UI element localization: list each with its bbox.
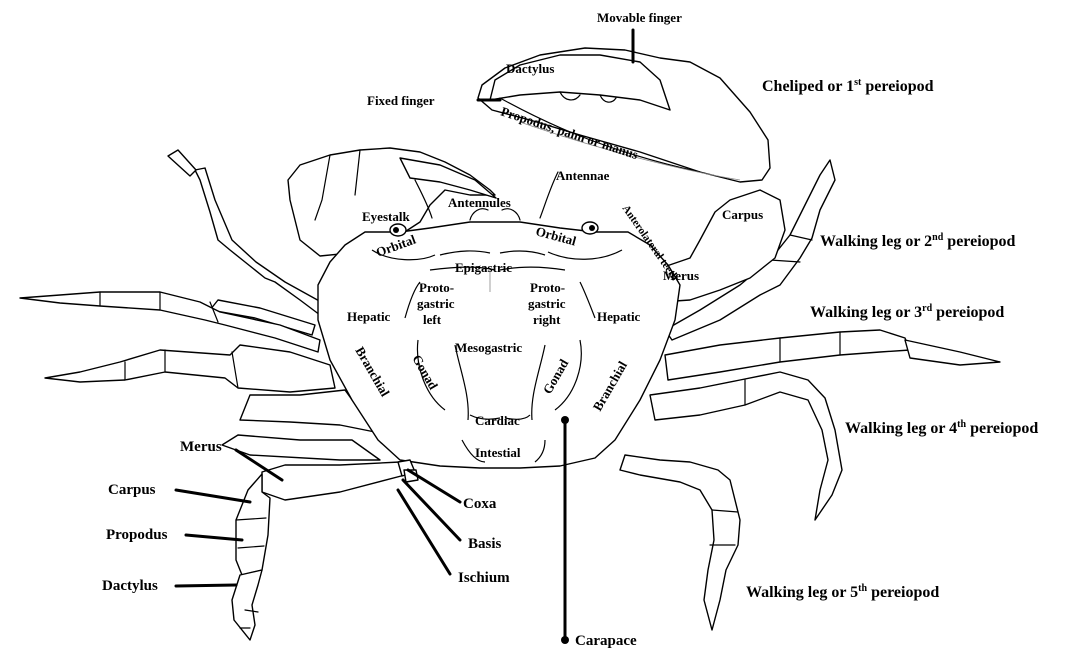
left-leg-4 (45, 345, 335, 392)
label-carpus-claw: Carpus (722, 207, 763, 222)
label-propodus-leg: Propodus (106, 527, 168, 543)
label-coxa: Coxa (463, 496, 497, 512)
label-dactylus-leg: Dactylus (102, 578, 158, 594)
label-protogastric-right-1: Proto- (530, 280, 565, 295)
label-hepatic-left: Hepatic (347, 309, 391, 324)
label-walking-leg-5: Walking leg or 5th pereiopod (746, 583, 939, 601)
right-leg-3 (665, 330, 1000, 380)
label-carapace: Carapace (575, 633, 637, 649)
label-eyestalk: Eyestalk (362, 209, 410, 224)
right-leg-4 (650, 372, 842, 520)
label-antennules: Antennules (448, 195, 511, 210)
label-protogastric-left-1: Proto- (419, 280, 454, 295)
label-antennae: Antennae (556, 168, 610, 183)
right-leg-5 (620, 455, 740, 630)
label-cardiac: Cardiac (475, 413, 520, 428)
label-fixed-finger: Fixed finger (367, 93, 435, 108)
label-walking-leg-2: Walking leg or 2nd pereiopod (820, 232, 1016, 250)
carapace-point-top (561, 416, 569, 424)
label-protogastric-left-2: gastric (417, 296, 455, 311)
label-protogastric-right-3: right (533, 312, 561, 327)
label-walking-leg-3: Walking leg or 3rd pereiopod (810, 303, 1004, 321)
label-carpus-leg: Carpus (108, 482, 156, 498)
label-cheliped: Cheliped or 1st pereiopod (762, 77, 934, 95)
label-basis: Basis (468, 536, 502, 552)
label-walking-leg-4: Walking leg or 4th pereiopod (845, 419, 1038, 437)
label-intestial: Intestial (475, 445, 521, 460)
label-hepatic-right: Hepatic (597, 309, 641, 324)
label-mesogastric: Mesogastric (455, 340, 522, 355)
label-movable-finger: Movable finger (597, 10, 682, 25)
label-protogastric-right-2: gastric (528, 296, 566, 311)
label-dactylus-claw: Dactylus (506, 61, 554, 76)
label-protogastric-left-3: left (423, 312, 442, 327)
label-merus-leg: Merus (180, 439, 222, 455)
labeled-leg (232, 462, 405, 640)
carapace-point-bottom (561, 636, 569, 644)
label-epigastric: Epigastric (455, 260, 512, 275)
label-merus-claw: Merus (663, 268, 699, 283)
label-ischium: Ischium (458, 570, 510, 586)
